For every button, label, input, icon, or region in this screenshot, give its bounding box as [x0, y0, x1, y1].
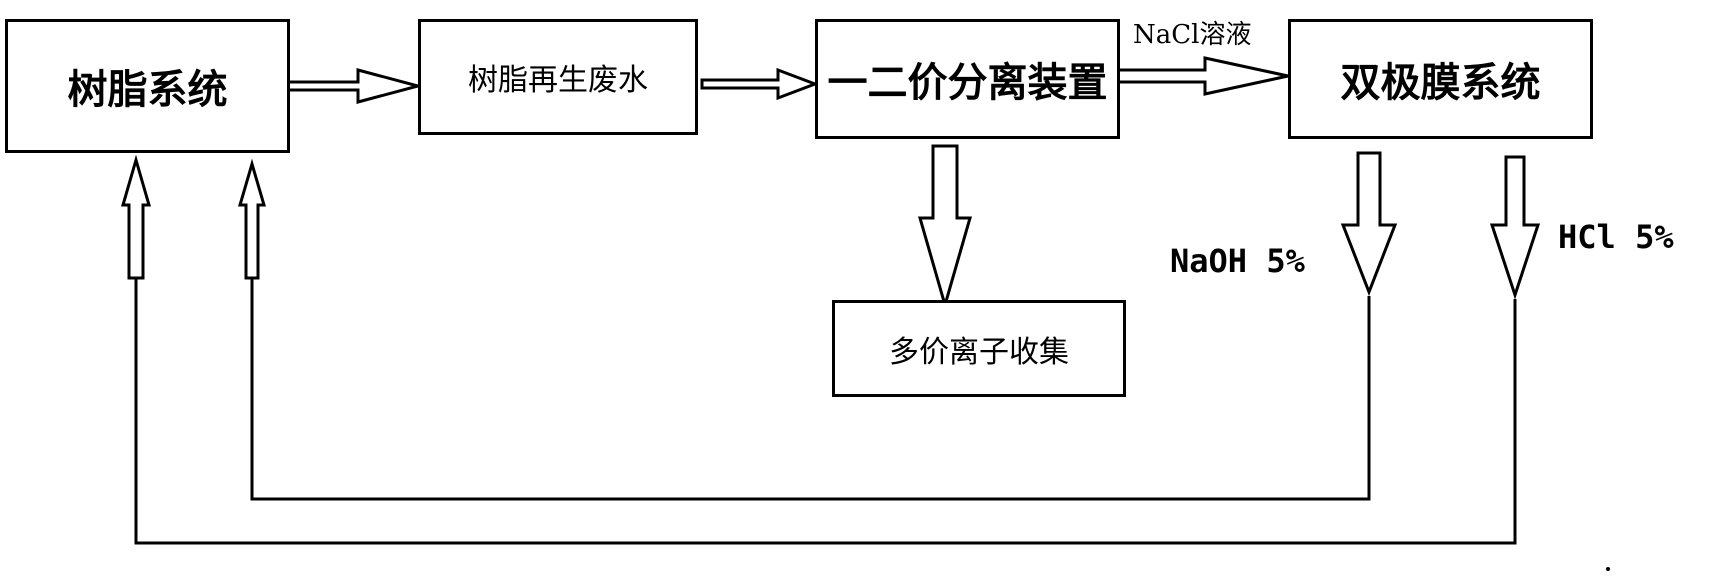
node-multivalent-collection-label: 多价离子收集: [889, 334, 1069, 370]
node-resin-system-label: 树脂系统: [67, 66, 228, 113]
arrow-naoh-return-up: [237, 158, 267, 280]
arrow-hcl-return-up: [121, 154, 151, 280]
label-naoh-5pct: NaOH 5%: [1170, 242, 1305, 280]
node-regen-wastewater: 树脂再生废水: [418, 19, 698, 135]
hcl-return-line: [134, 278, 1517, 545]
node-resin-system: 树脂系统: [5, 19, 290, 153]
arrow-wastewater-to-separator: [700, 67, 820, 101]
node-regen-wastewater-label: 树脂再生废水: [468, 63, 648, 98]
node-bipolar-membrane: 双极膜系统: [1288, 19, 1593, 139]
arrow-separator-to-bipolar: [1116, 56, 1289, 96]
node-multivalent-collection: 多价离子收集: [832, 300, 1126, 397]
node-bipolar-membrane-label: 双极膜系统: [1340, 59, 1541, 106]
label-nacl-solution: NaCl溶液: [1133, 20, 1252, 50]
label-hcl-5pct: HCl 5%: [1558, 218, 1674, 256]
arrow-resin-to-wastewater: [286, 68, 424, 104]
node-mono-di-separator: 一二价分离装置: [815, 19, 1120, 139]
node-mono-di-separator-label: 一二价分离装置: [827, 59, 1108, 106]
naoh-return-line: [250, 278, 1371, 501]
stray-dot: [1606, 567, 1610, 571]
arrow-bipolar-naoh: [1340, 151, 1398, 297]
arrow-separator-to-collection: [918, 144, 972, 311]
arrow-bipolar-hcl: [1489, 155, 1541, 300]
